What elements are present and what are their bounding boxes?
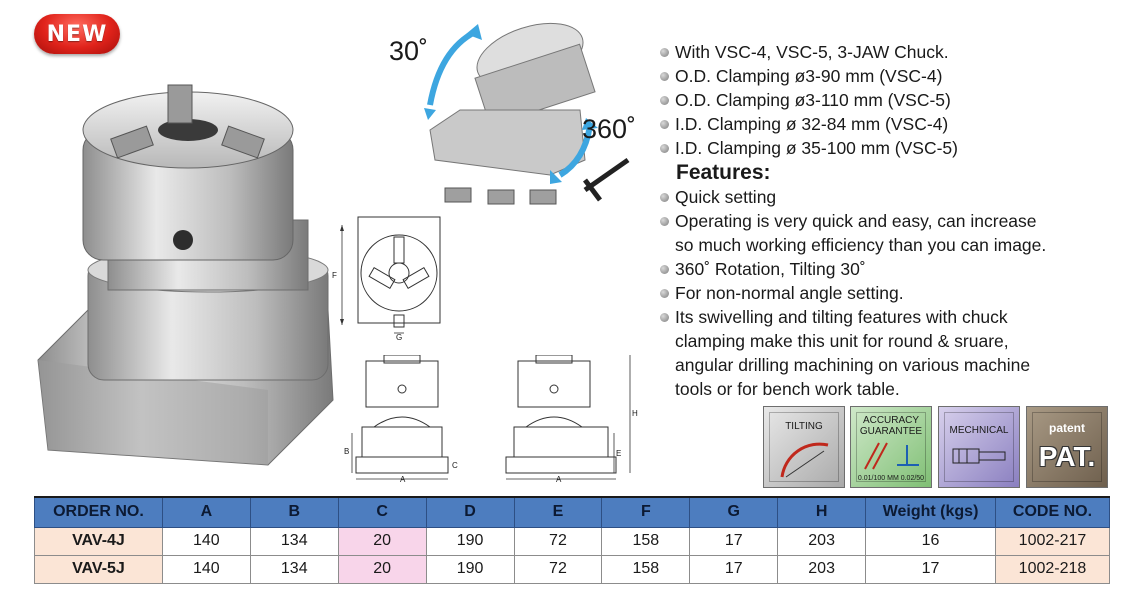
guarantee-label: GUARANTEE: [859, 426, 923, 437]
rotation-angle-label: 360˚: [582, 114, 637, 144]
cell-b: 134: [249, 526, 339, 556]
feature-item: Operating is very quick and easy, can in…: [660, 209, 1130, 257]
badge-frame: [944, 412, 1014, 482]
cell-g: 17: [689, 526, 779, 556]
bullet-icon: [660, 289, 669, 298]
cell-order-no: VAV-5J: [34, 554, 163, 584]
dim-label-a-front: A: [400, 475, 406, 484]
cell-code-no: 1002-218: [994, 554, 1111, 584]
cell-b: 134: [249, 554, 339, 584]
table-row: VAV-5J 140 134 20 190 72 158 17 203 17 1…: [34, 554, 1111, 584]
bullet-icon: [660, 72, 669, 81]
feature-item: For non-normal angle setting.: [660, 281, 1130, 305]
dim-label-h: H: [632, 409, 638, 418]
top-view-drawing: F G: [330, 215, 442, 345]
mechnical-label: MECHNICAL: [949, 425, 1009, 436]
header-weight: Weight (kgs): [865, 496, 996, 528]
front-view-drawing: B C A: [344, 355, 462, 485]
patent-label: patent: [1049, 421, 1085, 435]
header-e: E: [513, 496, 603, 528]
cell-e: 72: [513, 554, 603, 584]
header-c: C: [337, 496, 427, 528]
cell-code-no: 1002-217: [994, 526, 1111, 556]
bullet-icon: [660, 144, 669, 153]
bullet-icon: [660, 193, 669, 202]
header-f: F: [601, 496, 691, 528]
badge-frame: [856, 412, 926, 482]
mechnical-part-icon: [952, 448, 1006, 464]
bullet-icon: [660, 96, 669, 105]
header-b: B: [249, 496, 339, 528]
new-badge: NEW: [34, 14, 120, 54]
badge-frame: [1032, 412, 1102, 482]
cell-d: 190: [425, 526, 515, 556]
tilting-gauge-icon: [780, 442, 829, 478]
cell-order-no: VAV-4J: [34, 526, 163, 556]
header-a: A: [161, 496, 251, 528]
badge-frame: [769, 412, 839, 482]
cell-h: 203: [777, 554, 867, 584]
cell-f: 158: [601, 526, 691, 556]
header-code-no: CODE NO.: [994, 496, 1111, 528]
cell-g: 17: [689, 554, 779, 584]
feature-item: 360˚ Rotation, Tilting 30˚: [660, 257, 1130, 281]
dim-label-b: B: [344, 447, 350, 456]
cell-a: 140: [161, 554, 251, 584]
tilting-badge: TILTING: [763, 406, 845, 488]
pat-label: PAT.: [1038, 441, 1096, 472]
cell-e: 72: [513, 526, 603, 556]
header-order-no: ORDER NO.: [34, 496, 163, 528]
features-title: Features:: [676, 161, 771, 184]
spec-item: I.D. Clamping ø 32-84 mm (VSC-4): [660, 112, 1130, 136]
dim-label-f: F: [332, 271, 337, 280]
table-header-row: ORDER NO. A B C D E F G H Weight (kgs) C…: [34, 496, 1111, 528]
header-d: D: [425, 496, 515, 528]
feature-item: Its swivelling and tilting features with…: [660, 305, 1130, 401]
table-row: VAV-4J 140 134 20 190 72 158 17 203 16 1…: [34, 526, 1111, 556]
tilting-label: TILTING: [785, 421, 823, 432]
cell-c: 20: [337, 554, 427, 584]
spec-list: With VSC-4, VSC-5, 3-JAW Chuck. O.D. Cla…: [660, 40, 1130, 401]
cell-weight: 17: [865, 554, 996, 584]
new-label: NEW: [46, 21, 108, 47]
dim-label-c: C: [452, 461, 458, 470]
spec-item: O.D. Clamping ø3-90 mm (VSC-4): [660, 64, 1130, 88]
accuracy-badge: ACCURACY GUARANTEE 0.01/100 MM 0.02/50: [850, 406, 932, 488]
spec-item: I.D. Clamping ø 35-100 mm (VSC-5): [660, 136, 1130, 160]
tilting-unit-photo: [400, 10, 650, 215]
header-g: G: [689, 496, 779, 528]
side-view-drawing: H E A: [496, 355, 638, 485]
tilt-angle-label: 30˚: [389, 36, 429, 66]
dim-label-g: G: [396, 333, 403, 342]
cell-h: 203: [777, 526, 867, 556]
accuracy-values: 0.01/100 MM 0.02/50: [857, 475, 925, 482]
accuracy-label: ACCURACY: [862, 415, 920, 426]
mechnical-badge: MECHNICAL: [938, 406, 1020, 488]
header-h: H: [777, 496, 867, 528]
cell-c: 20: [337, 526, 427, 556]
bullet-icon: [660, 48, 669, 57]
spec-item: O.D. Clamping ø3-110 mm (VSC-5): [660, 88, 1130, 112]
spec-item: With VSC-4, VSC-5, 3-JAW Chuck.: [660, 40, 1130, 64]
bullet-icon: [660, 313, 669, 322]
cell-f: 158: [601, 554, 691, 584]
product-photo: [28, 60, 348, 480]
bullet-icon: [660, 120, 669, 129]
cell-a: 140: [161, 526, 251, 556]
cell-d: 190: [425, 554, 515, 584]
bullet-icon: [660, 217, 669, 226]
accuracy-mark-icon: [864, 442, 919, 470]
feature-item: Quick setting: [660, 185, 1130, 209]
dim-label-a-side: A: [556, 475, 562, 484]
bullet-icon: [660, 265, 669, 274]
dim-label-e: E: [616, 449, 622, 458]
patent-badge: patent PAT.: [1026, 406, 1108, 488]
cell-weight: 16: [865, 526, 996, 556]
spec-table: ORDER NO. A B C D E F G H Weight (kgs) C…: [34, 496, 1111, 584]
